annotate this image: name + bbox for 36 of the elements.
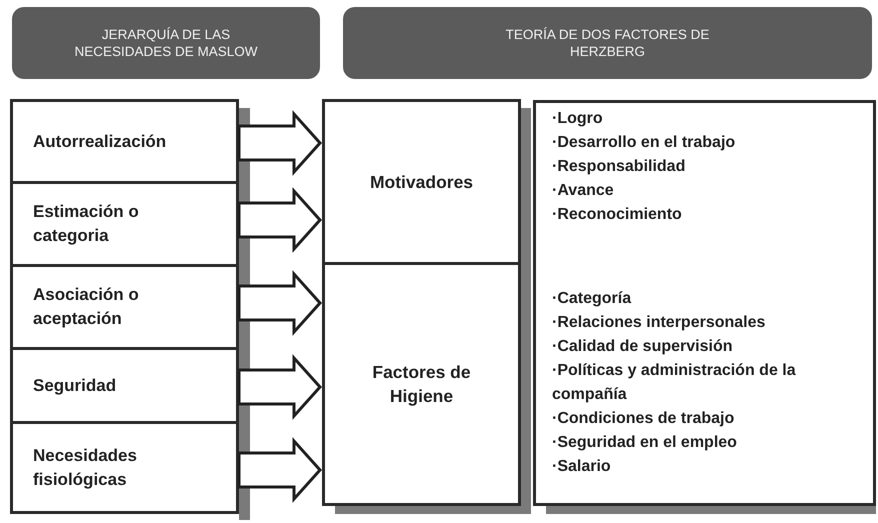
block-arrow (238, 270, 322, 336)
box-label: Factores de Higiene (371, 361, 472, 408)
header-banner (12, 7, 320, 79)
block-arrow (238, 110, 322, 176)
block-arrow (238, 187, 322, 253)
list-item: ·Seguridad en el empleo (552, 433, 738, 453)
box-label: Necesidades fisiológicas (33, 444, 138, 491)
factor-box (322, 262, 521, 506)
list-item: ·Responsabilidad (552, 157, 686, 177)
list-item: ·Relaciones interpersonales (552, 313, 766, 333)
list-item: ·Calidad de supervisión (552, 337, 734, 357)
list-item: ·Logro (552, 109, 604, 129)
box-label: Estimación o categoria (33, 201, 140, 247)
list-item: ·Reconocimiento (552, 205, 683, 225)
need-box (10, 99, 239, 184)
box-label: Autorrealización (33, 130, 168, 152)
block-arrow (238, 354, 322, 420)
box-label: Motivadores (370, 171, 474, 194)
header-text: JERARQUÍA DE LAS NECESIDADES DE MASLOW (73, 26, 259, 60)
box-label: Seguridad (33, 374, 118, 397)
block-arrow (238, 437, 322, 503)
box-label: Asociación o aceptación (33, 284, 140, 330)
list-item: ·Condiciones de trabajo (552, 409, 736, 429)
need-box (10, 421, 239, 514)
list-item: ·Avance (552, 181, 615, 201)
header-text: TEORÍA DE DOS FACTORES DE HERZBERG (504, 26, 710, 60)
list-item: ·Políticas y administración de la compañía (552, 361, 797, 405)
need-box (10, 347, 239, 424)
header-banner (343, 7, 872, 79)
list-item: ·Salario (552, 457, 612, 477)
need-box (10, 264, 239, 350)
list-item: ·Desarrollo en el trabajo (552, 133, 736, 153)
list-item: ·Categoría (552, 289, 632, 309)
factor-list-box (533, 100, 876, 506)
need-box (10, 181, 239, 267)
factor-box (322, 99, 521, 265)
